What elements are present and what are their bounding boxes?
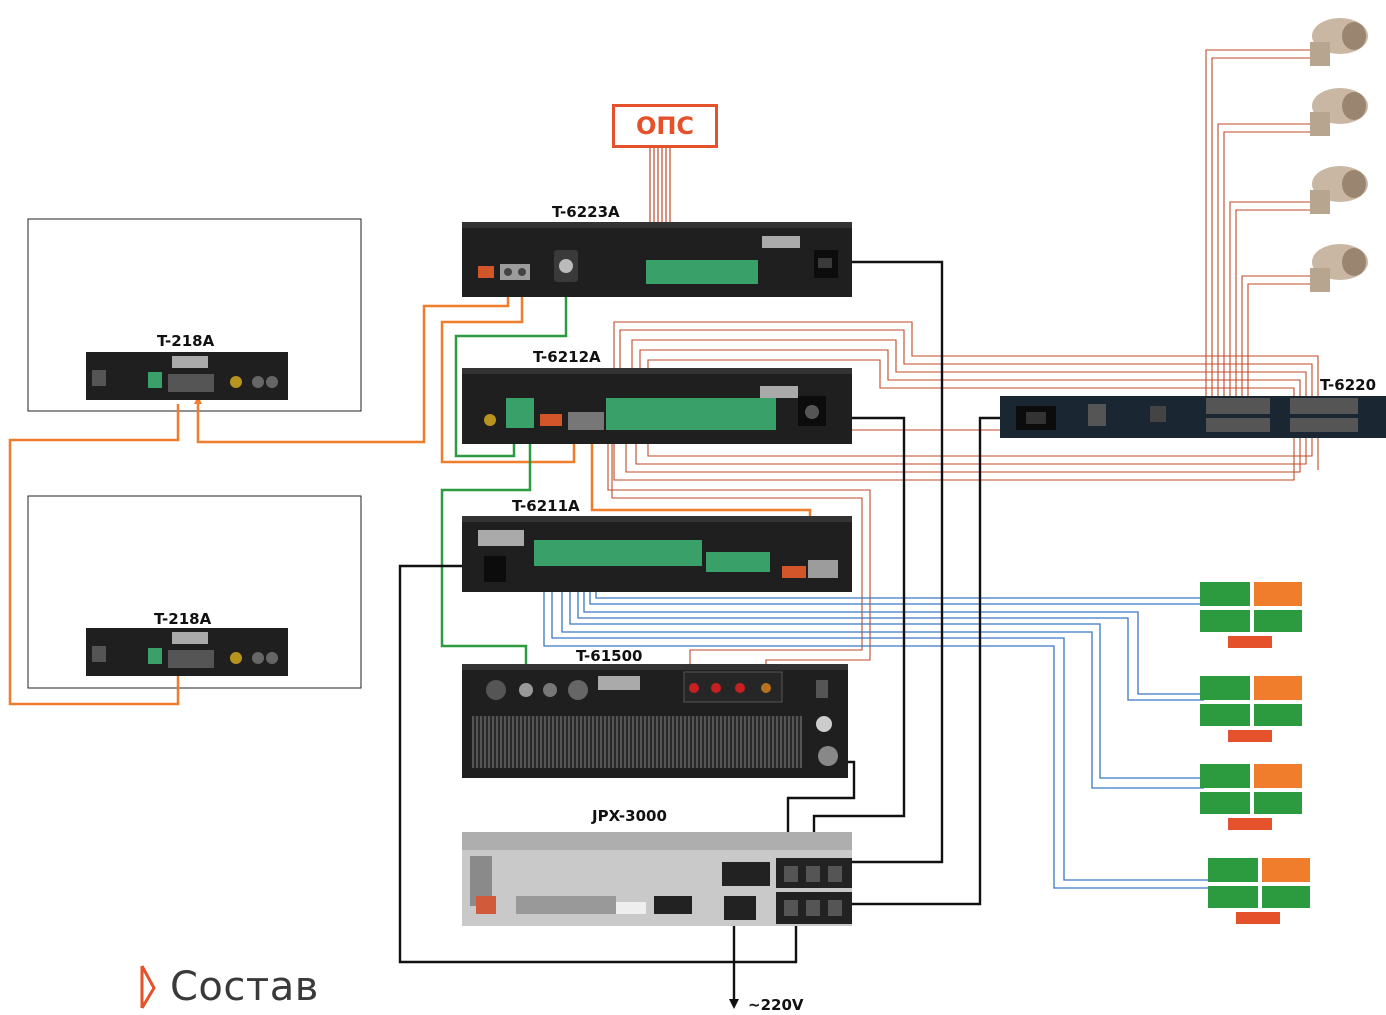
horn-speaker-wires [1206, 50, 1312, 400]
device-t61500 [462, 664, 848, 778]
exit-sign-icon [1200, 676, 1302, 742]
device-t6220 [1000, 396, 1386, 438]
t6211a-label: T-6211A [512, 497, 580, 515]
horn-speaker-icon [1310, 18, 1368, 66]
ops-fire-alarm-box: ОПС [612, 104, 718, 148]
t218a-1-label: T-218A [157, 332, 214, 350]
horn-speaker-icon [1310, 88, 1368, 136]
signal-wires [442, 278, 566, 676]
exit-sign-icon [1200, 582, 1302, 648]
t61500-label: T-61500 [576, 647, 642, 665]
jpx3000-label: JPX-3000 [592, 807, 667, 825]
device-t6211a [462, 516, 852, 592]
t6223a-label: T-6223A [552, 203, 620, 221]
device-t218a-2 [86, 628, 288, 676]
brand-name: Состав [170, 964, 319, 1010]
device-jpx3000 [462, 832, 852, 926]
t6220-label: T-6220 [1320, 376, 1376, 394]
brand-logo: Состав [138, 962, 319, 1012]
horn-speaker-icon [1310, 166, 1368, 214]
exit-sign-icon [1208, 858, 1310, 924]
t218a-2-label: T-218A [154, 610, 211, 628]
device-t218a-1 [86, 352, 288, 400]
t6212a-label: T-6212A [533, 348, 601, 366]
horn-speaker-icon [1310, 244, 1368, 292]
device-t6212a [462, 368, 852, 444]
exit-sign-icon [1200, 764, 1302, 830]
device-t6223a [462, 222, 852, 297]
power-label: ~220V [748, 996, 804, 1014]
